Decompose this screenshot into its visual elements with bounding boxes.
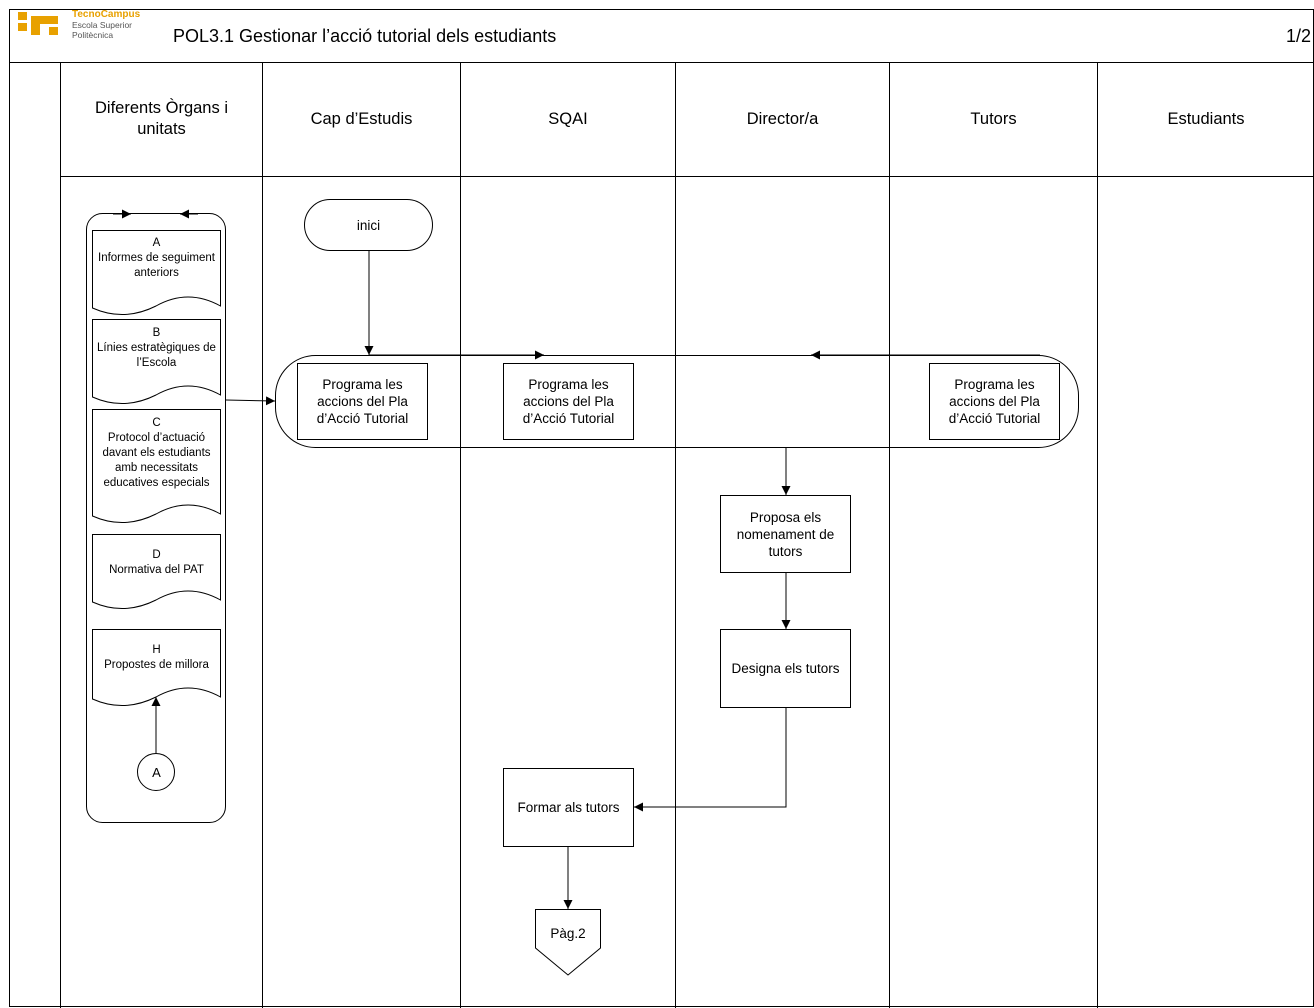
process-box [720,629,851,708]
lane-header-sqai: SQAI [548,109,588,128]
document-d: D Normativa del PAT [93,548,220,578]
brand-name: TecnoCampus [72,9,141,20]
document-title: Normativa del PAT [109,564,204,576]
connector-circle [137,753,175,791]
process-program-sqai: Programa les accions del Pla d’Acció Tut… [522,377,615,426]
document-shape [92,534,221,610]
process-train-tutors: Formar als tutors [517,800,620,815]
start-terminator [304,199,433,251]
page-header: TecnoCampus Escola Superior Politècnica … [0,0,1314,62]
document-code: A [152,237,161,249]
process-group-container [275,355,1079,448]
process-box [503,363,634,440]
lane-header-organs: Diferents Òrgans i unitats [95,99,228,138]
process-box [929,363,1060,440]
start-node: inici [356,217,381,233]
lane-header-director: Director/a [746,109,819,128]
page-title: POL3.1 Gestionar l’acció tutorial dels e… [173,26,557,46]
document-stack-container [86,213,226,823]
document-title: Informes de seguiment anteriors [98,252,215,279]
process-designate-tutors: Designa els tutors [731,661,840,676]
document-title: Propostes de millora [104,659,209,671]
document-code: B [152,327,161,339]
process-program-tutors: Programa les accions del Pla d’Acció Tut… [948,377,1041,426]
document-c: C Protocol d’actuació davant els estudia… [93,416,220,491]
process-box [720,495,851,573]
connector-label-a: A [152,765,161,780]
document-a: A Informes de seguiment anteriors [93,236,220,281]
document-code: H [152,644,161,656]
brand-block: TecnoCampus Escola Superior Politècnica [72,10,140,39]
lane-header-tutors: Tutors [970,109,1017,128]
process-propose-tutors: Proposa els nomenament de tutors [736,509,835,559]
document-shape [92,230,221,316]
off-page-connector-label: Pàg.2 [550,925,586,941]
process-box [503,768,634,847]
lane-header-estudiants: Estudiants [1167,109,1245,128]
lane-header-cap-estudis: Cap d’Estudis [310,109,413,128]
document-b: B Línies estratègiques de l’Escola [93,326,220,371]
off-page-connector [535,909,601,976]
document-code: C [152,417,161,429]
brand-subtitle: Escola Superior [72,20,133,30]
process-box [297,363,428,440]
document-code: D [152,549,161,561]
brand-subtitle: Politècnica [72,29,114,40]
document-shape [92,629,221,707]
tecnocampus-logo-icon [18,12,58,35]
process-program-cap-estudis: Programa les accions del Pla d’Acció Tut… [316,377,409,426]
document-h: H Propostes de millora [93,643,220,673]
document-title: Línies estratègiques de l’Escola [97,342,216,369]
document-shape [92,409,221,524]
page-number: 1/2 [1286,26,1312,46]
document-title: Protocol d’actuació davant els estudiant… [102,432,211,489]
document-shape [92,319,221,405]
